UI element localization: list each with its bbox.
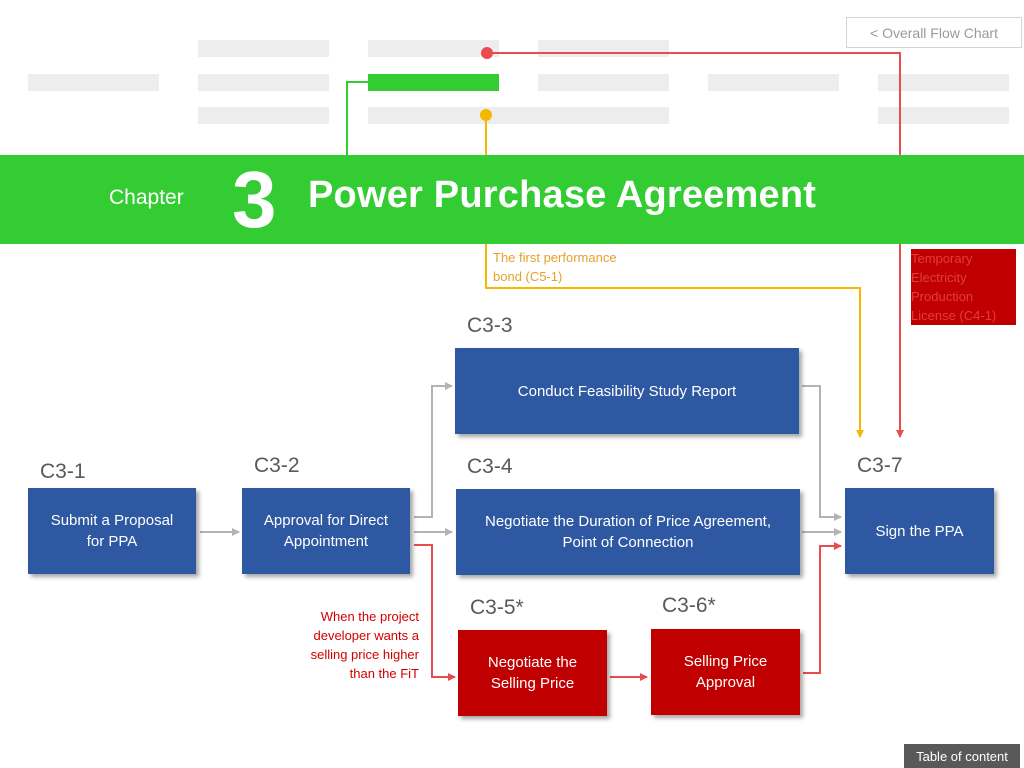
chapter-banner	[0, 155, 1024, 244]
red-connector	[487, 52, 904, 438]
step-box-c3-6[interactable]: Selling Price Approval	[651, 629, 800, 715]
step-box-c3-7[interactable]: Sign the PPA	[845, 488, 994, 574]
mini-bar	[878, 74, 1009, 91]
step-box-c3-3[interactable]: Conduct Feasibility Study Report	[455, 348, 799, 434]
arrow-c3-3-to-c3-7	[802, 385, 842, 521]
mini-bar	[198, 107, 329, 124]
step-box-c3-1[interactable]: Submit a Proposal for PPA	[28, 488, 196, 574]
step-label-c3-7: Sign the PPA	[875, 522, 964, 540]
temporary-license-note: Temporary Electricity Production License…	[911, 249, 1016, 325]
step-label-c3-5: Negotiate the Selling Price	[487, 654, 578, 692]
step-label-c3-4: Negotiate the Duration of Price Agreemen…	[485, 513, 771, 551]
step-label-c3-1: Submit a Proposal for PPA	[50, 512, 174, 550]
arrow-c3-6-to-c3-7	[803, 542, 842, 674]
step-box-c3-4[interactable]: Negotiate the Duration of Price Agreemen…	[456, 489, 800, 575]
chapter-title: Power Purchase Agreement	[308, 174, 817, 216]
mini-bar	[28, 74, 159, 91]
step-id-c3-4: C3-4	[467, 455, 513, 478]
step-id-c3-2: C3-2	[254, 454, 300, 477]
step-label-c3-2: Approval for Direct Appointment	[263, 512, 389, 550]
step-id-c3-3: C3-3	[467, 314, 513, 337]
table-of-content-button[interactable]: Table of content	[904, 744, 1020, 768]
higher-price-note: When the project developer wants a selli…	[310, 609, 419, 681]
arrow-c3-2-to-c3-5	[414, 544, 456, 681]
step-id-c3-1: C3-1	[40, 460, 86, 483]
chapter-number: 3	[232, 155, 277, 244]
performance-bond-note: The first performance bond (C5-1)	[493, 250, 617, 284]
step-box-c3-2[interactable]: Approval for Direct Appointment	[242, 488, 410, 574]
step-id-c3-5: C3-5*	[470, 596, 524, 619]
step-box-c3-5[interactable]: Negotiate the Selling Price	[458, 630, 607, 716]
step-id-c3-7: C3-7	[857, 454, 903, 477]
mini-bar	[538, 74, 669, 91]
step-label-c3-6: Selling Price Approval	[683, 653, 768, 691]
arrow-c3-2-to-c3-3	[414, 382, 453, 518]
mini-bar	[878, 107, 1009, 124]
mini-bar	[368, 107, 669, 124]
mini-bar	[198, 40, 329, 57]
step-label-c3-3: Conduct Feasibility Study Report	[517, 382, 737, 400]
mini-chart-link-line	[346, 81, 368, 156]
mini-bar	[368, 40, 499, 57]
step-id-c3-6: C3-6*	[662, 594, 716, 617]
overall-flow-chart-link[interactable]: < Overall Flow Chart	[846, 17, 1022, 48]
chapter-label: Chapter	[109, 186, 184, 209]
mini-bar-current	[368, 74, 499, 91]
mini-bar	[708, 74, 839, 91]
mini-bar	[198, 74, 329, 91]
